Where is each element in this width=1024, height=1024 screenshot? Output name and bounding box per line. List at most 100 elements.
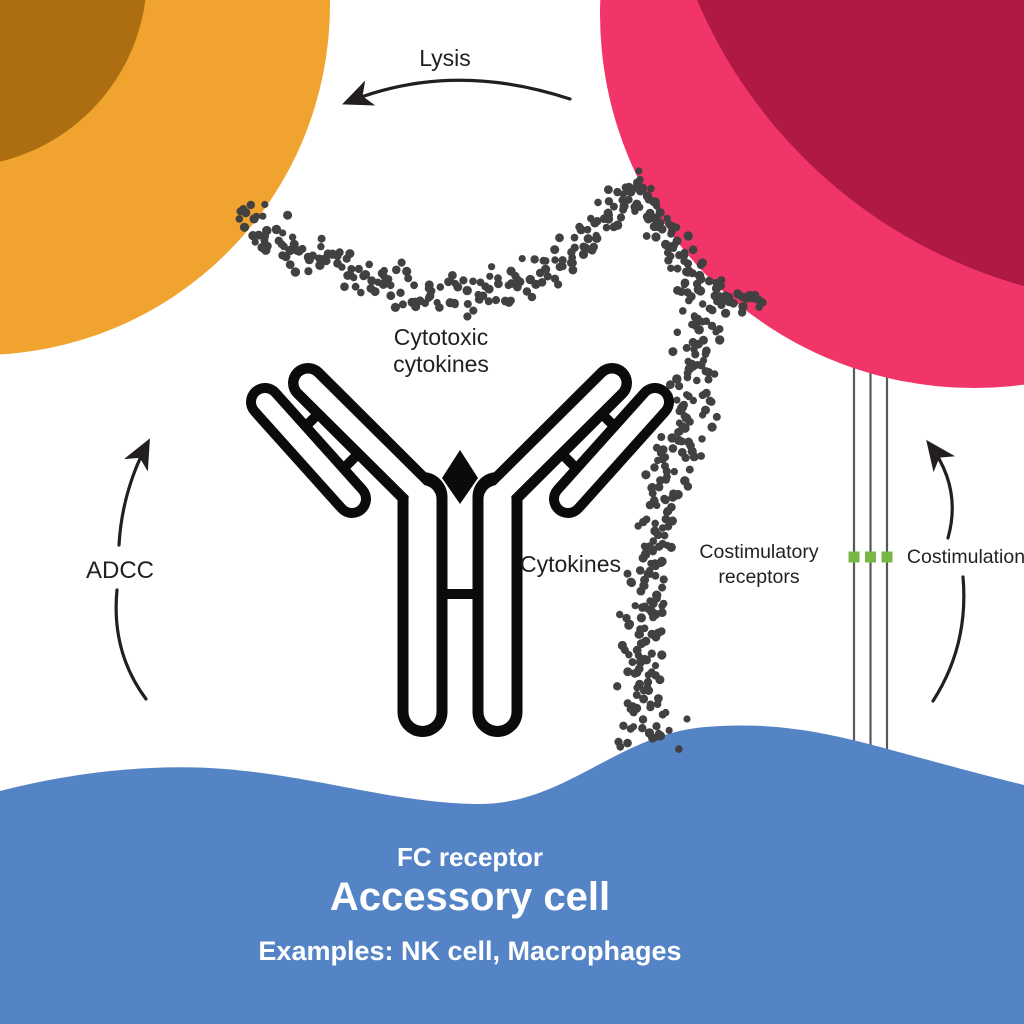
cytokine-dot [758,298,767,307]
cytokine-dot [675,745,683,753]
cytokine-dot [689,452,699,462]
cytokine-dots [235,167,767,753]
cytokine-dot [632,705,641,713]
cytokine-dot [683,482,693,491]
cytokine-dot [625,651,633,659]
cytokine-dot [580,243,590,253]
costimulation-label: Costimulation [906,546,1024,568]
cytokine-dot [619,205,628,214]
lysis-label: Lysis [419,45,471,71]
cytokine-dot [241,208,251,218]
cytokine-dot [689,396,697,405]
cytokine-dot [619,721,628,730]
cytokine-dot [351,282,360,291]
cytokine-dot [650,526,660,536]
cytokine-dot [288,233,297,241]
cytokine-dot [665,380,675,390]
cytokine-dot [321,256,331,266]
cytokine-dot [541,257,550,265]
cytokine-dot [652,201,661,210]
cytokine-dot [673,328,682,337]
cytokine-dot [661,495,670,505]
cytokine-dot [365,260,374,269]
cytokine-dot [632,691,641,699]
cytokine-dot [622,613,631,623]
cytokine-dot [648,483,657,492]
cytokine-dot [668,347,678,357]
cytokine-dot [589,242,598,252]
cytokine-dot [649,599,658,608]
cytokine-dot [693,285,703,295]
cytokine-dot [604,197,614,206]
cytokine-dot [541,264,551,274]
cytokine-dot [285,260,295,269]
cytotoxic-cytokines-line2: cytokines [393,351,489,377]
cytokine-dot [657,433,666,441]
cytokine-dot [259,212,267,220]
cytokine-dot [484,297,493,306]
cytokine-dot [404,274,413,283]
cytokine-dot [725,293,734,302]
cytokine-dot [604,185,613,195]
cytokine-dot [583,225,592,234]
costimulatory-receptors-label: Costimulatory receptors [699,540,818,590]
cytokine-dot [576,225,586,235]
cytokine-dot [694,325,704,335]
cytokine-dot [697,452,705,460]
cytokine-dot [654,482,664,492]
cytokine-dot [675,419,684,427]
cytokine-dot [410,297,420,307]
cytokine-dot [333,252,342,261]
cytokine-dot [463,300,472,308]
cytotoxic-cytokines-label: Cytotoxic cytokines [393,324,489,378]
cytokine-dot [451,279,459,288]
cytokine-dot [630,669,639,678]
cytokine-dot [494,279,503,289]
cytokine-dot [550,274,560,283]
cytokine-dot [701,350,710,359]
cytokine-dot [636,639,646,649]
cytokine-dot [669,244,678,252]
cytokine-dot [616,610,624,619]
cytokine-dot [304,255,314,265]
costimulation-arrow-upper [926,439,956,540]
cytokine-dot [663,242,672,251]
cytokine-dot [747,293,756,303]
cytokine-dot [271,224,282,235]
cytokine-dot [651,519,659,528]
cytokine-dot [624,620,634,630]
cytokine-dot [660,531,669,540]
cytokine-dot [680,412,689,420]
cytokine-dot [683,373,692,382]
cytokine-dot [624,195,633,204]
cytokine-dot [370,287,380,297]
cytokine-dot [515,277,525,287]
cytokine-dot [636,586,646,596]
cytokine-dot [235,215,244,223]
cytokine-dot [649,545,658,554]
cytokine-dot [654,456,662,465]
cytokine-dot [733,289,743,299]
cytokine-dot [699,411,707,419]
accessory-cell-body [0,725,1024,1024]
annotation-arrows [114,78,966,703]
cytokine-dot [644,686,654,695]
antibody-right-arm-fill [489,373,622,505]
antibody-left-arm-fill [298,373,431,505]
cytokine-dot [631,207,639,215]
cytokine-dot [354,264,363,274]
cytokine-dot [721,308,731,318]
cytokine-dot [710,370,719,378]
cytokine-dot [612,220,623,230]
cytokine-dot [659,599,668,608]
cytokine-dot [701,367,710,376]
cytokine-dot [463,312,472,321]
cytokine-dot [623,667,633,677]
cytokine-dot [459,276,468,285]
cytokine-dot [392,265,401,275]
cytokine-dot [698,391,707,400]
cytokine-dot [645,500,655,510]
cytokine-dot [279,229,287,237]
cytokine-dot [486,272,494,280]
cytokine-dot [340,282,349,292]
